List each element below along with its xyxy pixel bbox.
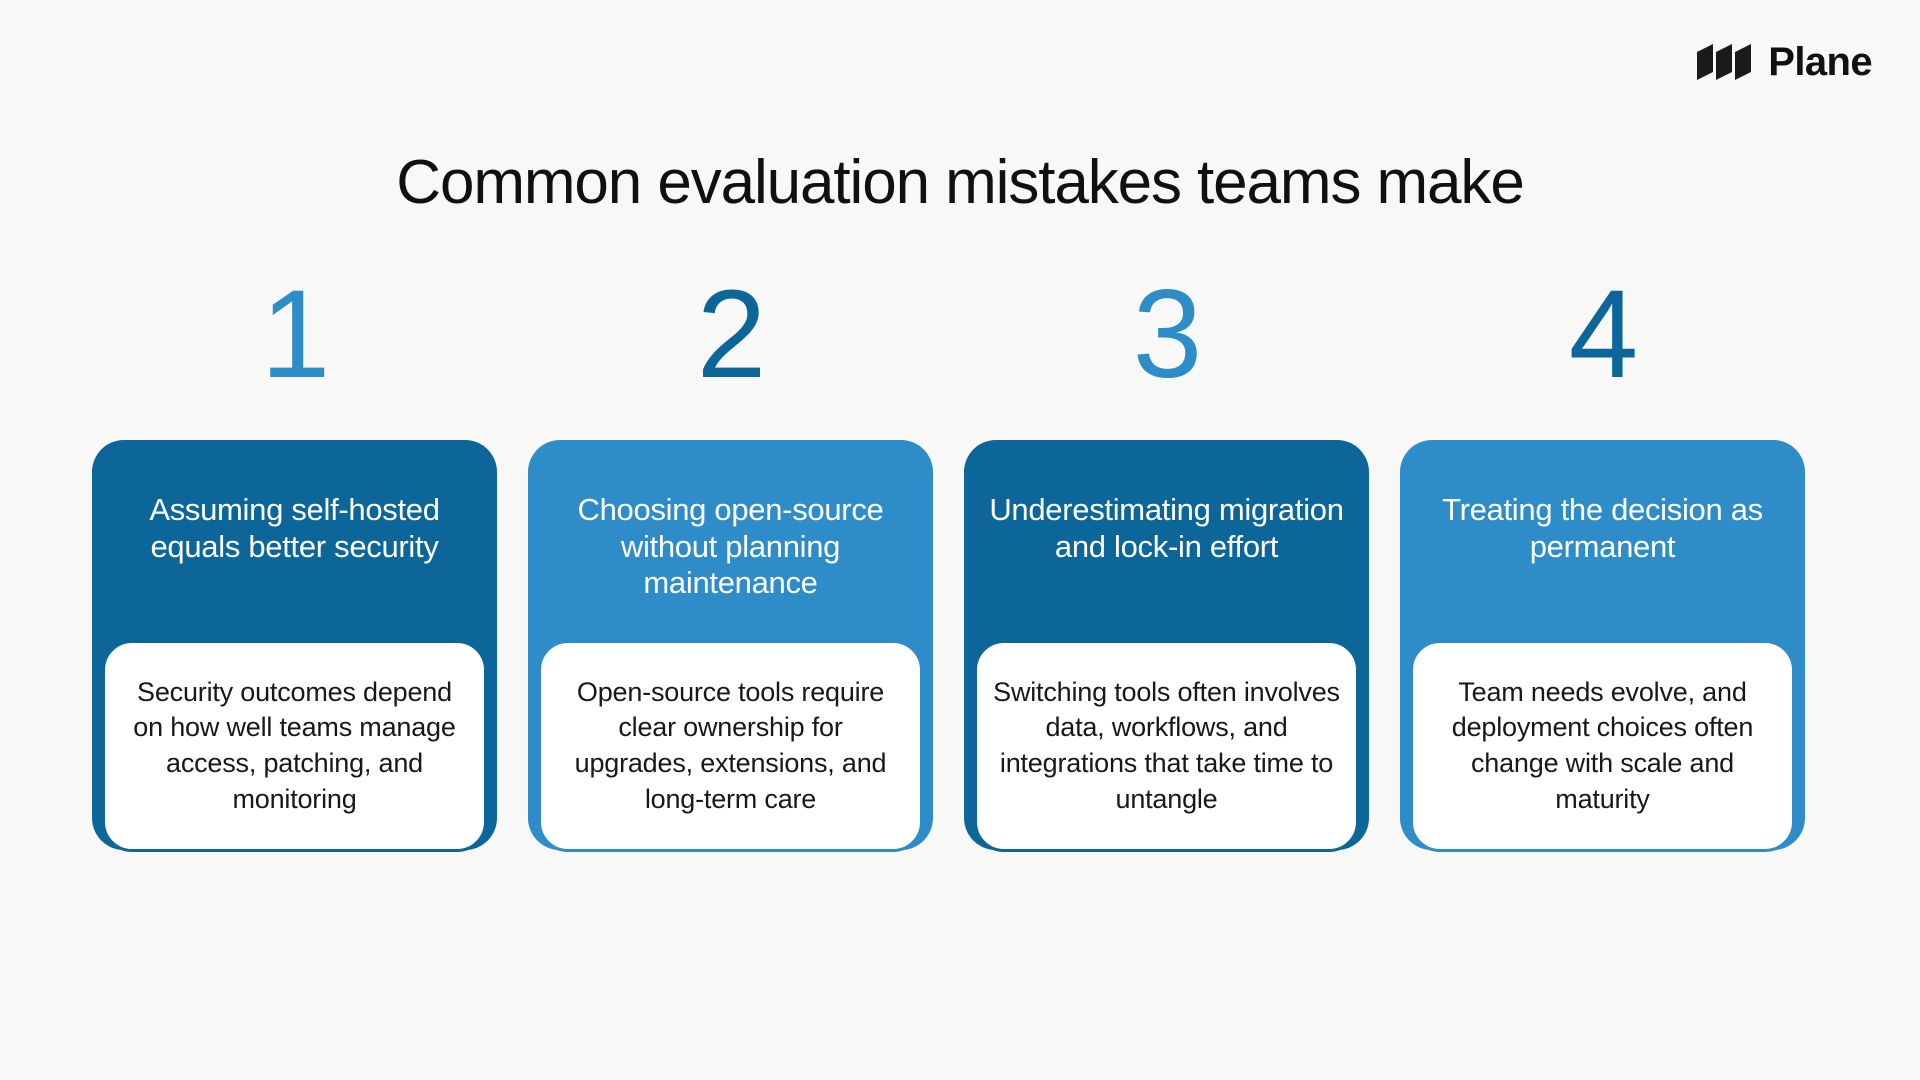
card-heading-2: Choosing open-source without planning ma… (577, 492, 884, 601)
card-number-4: 4 (1568, 265, 1639, 404)
card-heading-4: Treating the decision as permanent (1442, 492, 1763, 564)
card-body-text-2: Open-source tools require clear ownershi… (574, 676, 887, 814)
card-body-2: Open-source tools require clear ownershi… (538, 640, 923, 852)
card-heading-1: Assuming self-hosted equals better secur… (149, 492, 440, 564)
page-title: Common evaluation mistakes teams make (396, 148, 1525, 217)
mistakes-card-row: 1 Assuming self-hosted equals better sec… (92, 272, 1808, 950)
card-number-1: 1 (260, 265, 331, 404)
mistake-card-3: 3 Underestimating migration and lock-in … (964, 272, 1369, 950)
card-body-4: Team needs evolve, and deployment choice… (1410, 640, 1795, 852)
plane-logo-icon (1695, 42, 1755, 82)
card-body-text-3: Switching tools often involves data, wor… (993, 676, 1340, 814)
brand-name: Plane (1768, 40, 1872, 84)
card-number-2: 2 (696, 265, 767, 404)
mistake-card-2: 2 Choosing open-source without planning … (528, 272, 933, 950)
card-heading-3: Underestimating migration and lock-in ef… (989, 492, 1344, 564)
card-number-3: 3 (1132, 265, 1203, 404)
brand-logo: Plane (1695, 40, 1873, 84)
card-body-3: Switching tools often involves data, wor… (974, 640, 1359, 852)
mistake-card-4: 4 Treating the decision as permanent Tea… (1400, 272, 1805, 950)
card-body-text-1: Security outcomes depend on how well tea… (133, 676, 456, 814)
card-body-text-4: Team needs evolve, and deployment choice… (1451, 676, 1754, 814)
mistake-card-1: 1 Assuming self-hosted equals better sec… (92, 272, 497, 950)
card-body-1: Security outcomes depend on how well tea… (102, 640, 487, 852)
